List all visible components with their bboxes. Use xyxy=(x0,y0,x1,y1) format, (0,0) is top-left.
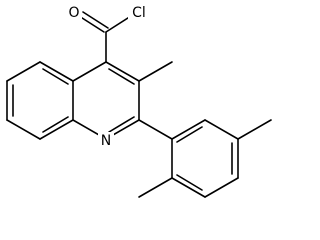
bond-carbonyl-o-a xyxy=(78,15,105,33)
nitrogen-atom-label: N xyxy=(101,133,111,149)
oxygen-atom-label: O xyxy=(68,5,79,21)
bond-c3-methyl xyxy=(138,61,173,82)
bond-carbonyl-cl xyxy=(105,15,132,33)
molecule-drawing: O Cl N xyxy=(6,5,272,198)
bond-ar5-ar6-inner xyxy=(176,174,203,191)
bond-c7-c8 xyxy=(6,119,41,140)
bond-ar1-ar2 xyxy=(171,119,206,140)
structure-canvas: O Cl N xyxy=(6,5,272,198)
bond-c4a-c4 xyxy=(72,61,107,82)
bond-ar6-methyl xyxy=(138,177,173,198)
bond-c4a-c5-inner xyxy=(42,68,69,85)
bond-ar2-ar3 xyxy=(204,119,239,140)
bond-ar1-ar2-inner xyxy=(176,126,203,143)
chlorine-label-background xyxy=(128,5,150,22)
bond-c4a-c5 xyxy=(39,61,74,82)
bond-ar3-methyl xyxy=(237,119,272,140)
bond-c2-aryl xyxy=(138,119,173,140)
bond-c8-c8a xyxy=(39,119,74,140)
bond-ar4-ar5 xyxy=(204,177,239,198)
bond-carbonyl-o-b xyxy=(82,11,109,29)
bond-c4-c3-inner xyxy=(108,68,135,85)
bond-c2-n1-inner xyxy=(108,116,135,133)
bond-c4-c3 xyxy=(105,61,140,82)
chlorine-atom-label: Cl xyxy=(132,5,146,21)
bond-c8-c8a-inner xyxy=(42,116,69,133)
dimethylphenyl-ring xyxy=(171,119,239,198)
pyridine-ring xyxy=(72,61,140,140)
acyl-chloride-group xyxy=(78,11,132,63)
bond-c5-c6 xyxy=(6,61,41,82)
oxygen-label-background xyxy=(66,6,82,22)
benzo-ring xyxy=(6,61,74,140)
nitrogen-label-background xyxy=(98,132,114,149)
bond-ar5-ar6 xyxy=(171,177,206,198)
atom-labels: O Cl N xyxy=(66,5,150,149)
